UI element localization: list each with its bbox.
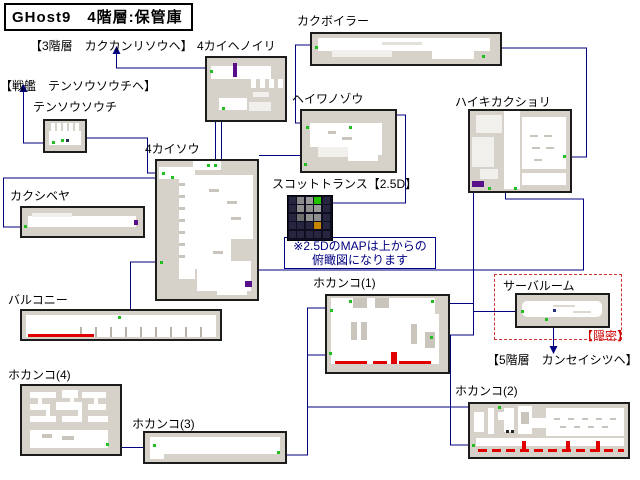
label-hokanko4: ホカンコ(4) <box>8 368 71 382</box>
label-hokanko3: ホカンコ(3) <box>132 417 195 431</box>
label-entry4f: 4カイヘノイリ <box>197 39 276 53</box>
map-floor4 <box>155 159 259 301</box>
map-tensou <box>43 119 87 153</box>
note-line2: 俯瞰図になります <box>311 253 408 267</box>
map-haiki <box>468 109 572 193</box>
map-scott-2-5d <box>287 195 333 241</box>
map-server <box>515 293 610 328</box>
map-entry4f <box>205 56 287 122</box>
label-tensou: テンソウソウチ <box>33 100 118 114</box>
map-hokanko1 <box>325 294 450 374</box>
map-hokanko2 <box>468 402 630 459</box>
map-boiler <box>310 32 502 66</box>
map-heiwa <box>300 109 397 173</box>
map-hokanko4 <box>20 384 122 456</box>
note-2-5d: ※2.5DのMAPは上からの 俯瞰図になります <box>284 237 436 269</box>
stealth-area-frame <box>494 274 622 340</box>
label-haiki: ハイキカクショリ <box>455 95 551 109</box>
label-floor4: 4カイソウ <box>145 142 200 156</box>
label-scott: スコットトランス【2.5D】 <box>272 177 418 191</box>
label-heiwa: ヘイワノゾウ <box>292 92 364 106</box>
page-title: GHost9 4階層:保管庫 <box>4 3 193 31</box>
label-balcony: バルコニー <box>8 293 68 307</box>
note-line1: ※2.5DのMAPは上からの <box>293 239 427 253</box>
link-to-floor5: 【5階層 カンセイシツヘ】 <box>487 353 638 367</box>
map-balcony <box>20 309 222 341</box>
map-hokanko3 <box>143 431 287 464</box>
label-hokanko1: ホカンコ(1) <box>313 276 376 290</box>
label-hokanko2: ホカンコ(2) <box>455 384 518 398</box>
label-boiler: カクボイラー <box>297 14 370 28</box>
label-server: サーバルーム <box>503 279 575 293</box>
label-kakushibeya: カクシベヤ <box>10 189 71 203</box>
link-to-battleship: 【戦艦 テンソウソウチヘ】 <box>0 79 157 93</box>
map-kakushibeya <box>20 206 145 238</box>
link-to-floor3: 【3階層 カクカンリソウヘ】 <box>30 39 193 53</box>
